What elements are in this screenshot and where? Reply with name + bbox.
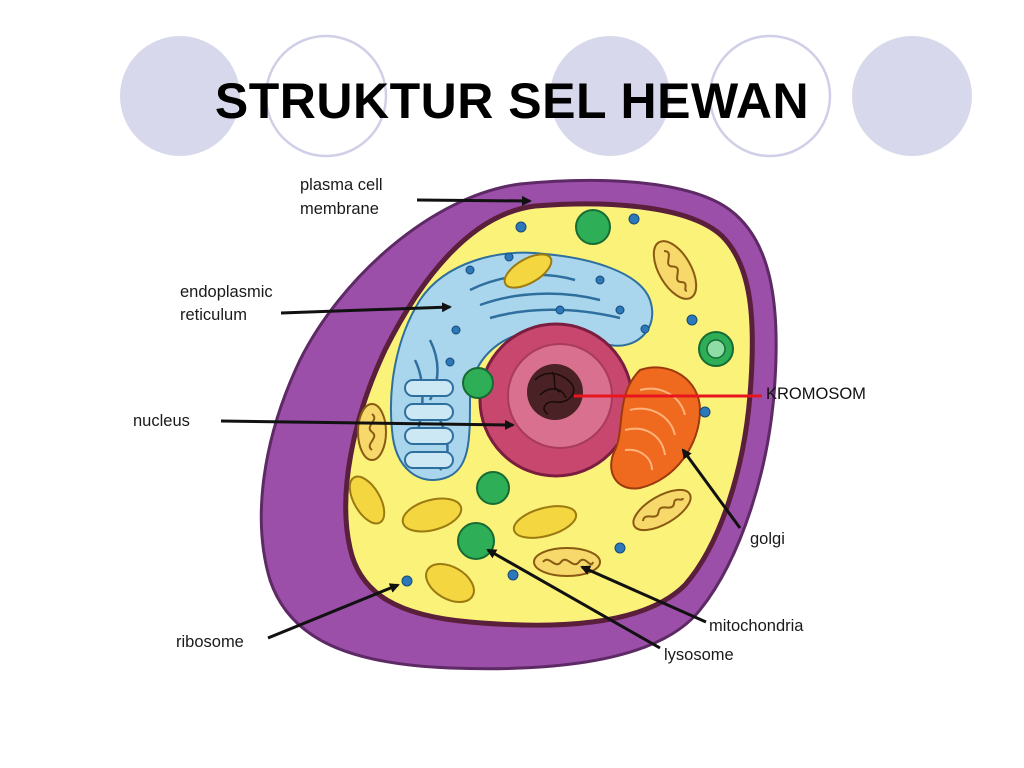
deco-circle-filled: [120, 36, 240, 156]
arrow-nucleus: [220, 419, 515, 430]
arrow-er: [280, 302, 452, 315]
arrow-golgi: [681, 448, 742, 529]
mitochondria-group: [357, 240, 698, 577]
label-ribosome: ribosome: [176, 633, 244, 651]
slide-title: STRUKTUR SEL HEWAN: [214, 73, 810, 129]
golgi-folds: [624, 387, 686, 471]
label-plasma-membrane-1: plasma cell: [300, 176, 383, 194]
er-tubes: [404, 379, 454, 469]
deco-circle-filled: [852, 36, 972, 156]
label-plasma-membrane-2: membrane: [300, 200, 379, 218]
label-arrows: [220, 195, 742, 650]
decorative-circles: [120, 34, 972, 158]
deco-circle-outline: [264, 34, 388, 158]
chromatin-texture: [534, 371, 575, 415]
label-er-1: endoplasmic: [180, 283, 273, 301]
label-nucleus: nucleus: [133, 412, 190, 430]
golgi-apparatus: [610, 366, 702, 490]
chromatin: [527, 364, 583, 420]
label-kromosom: KROMOSOM: [766, 385, 866, 403]
arrow-mitochondria: [580, 565, 707, 624]
label-lysosome: lysosome: [664, 646, 734, 664]
ribosomes: [401, 213, 711, 587]
label-golgi: golgi: [750, 530, 785, 548]
lysosomes: [457, 209, 611, 560]
lysosome-ring-inner: [706, 339, 726, 359]
deco-circle-outline: [708, 34, 832, 158]
arrow-plasma-membrane: [416, 195, 532, 206]
arrow-lysosome: [486, 548, 661, 650]
vesicles: [348, 253, 578, 603]
label-mitochondria: mitochondria: [709, 617, 804, 635]
label-er-2: reticulum: [180, 306, 247, 324]
deco-circle-filled: [550, 36, 670, 156]
arrow-ribosome: [267, 583, 400, 640]
